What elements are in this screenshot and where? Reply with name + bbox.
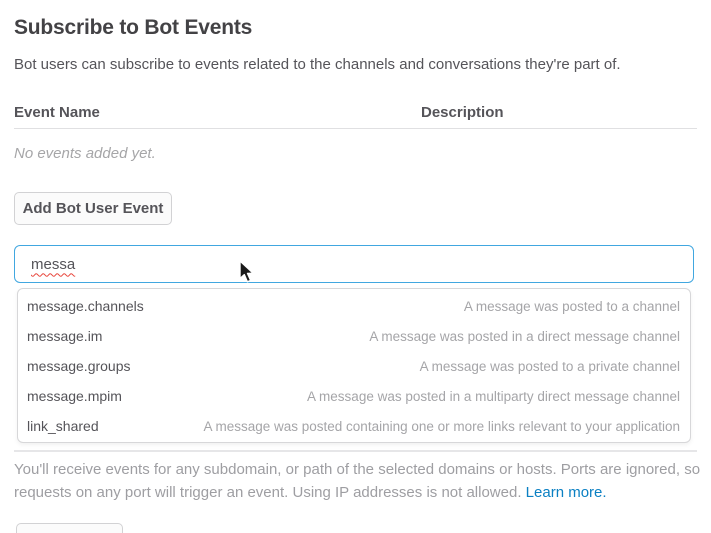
suggestion-name: message.mpim (27, 388, 122, 404)
page-subtitle: Bot users can subscribe to events relate… (14, 56, 621, 73)
suggestion-message-im[interactable]: message.im A message was posted in a dir… (18, 321, 690, 351)
table-header-divider (14, 128, 697, 129)
event-search-input[interactable]: messa (14, 245, 694, 283)
page-title: Subscribe to Bot Events (14, 16, 253, 39)
section-divider (14, 450, 697, 452)
suggestion-message-mpim[interactable]: message.mpim A message was posted in a m… (18, 381, 690, 411)
suggestion-description: A message was posted in a direct message… (369, 328, 680, 344)
suggestion-link-shared[interactable]: link_shared A message was posted contain… (18, 411, 690, 441)
events-note-line-1: You'll receive events for any subdomain,… (14, 461, 701, 478)
learn-more-link[interactable]: Learn more. (525, 484, 607, 501)
suggestion-name: message.groups (27, 358, 131, 374)
event-search-value: messa (31, 255, 76, 273)
suggestion-name: link_shared (27, 418, 99, 434)
suggestion-description: A message was posted containing one or m… (203, 418, 680, 434)
column-header-event-name: Event Name (14, 104, 100, 121)
suggestion-name: message.channels (27, 298, 144, 314)
suggestion-description: A message was posted to a private channe… (419, 358, 680, 374)
suggestion-message-channels[interactable]: message.channels A message was posted to… (18, 291, 690, 321)
event-suggestions-dropdown: message.channels A message was posted to… (17, 288, 691, 443)
events-note-line-2: requests on any port will trigger an eve… (14, 484, 607, 501)
events-note: You'll receive events for any subdomain,… (14, 458, 704, 504)
suggestion-description: A message was posted in a multiparty dir… (307, 388, 680, 404)
suggestion-description: A message was posted to a channel (463, 298, 680, 314)
suggestion-name: message.im (27, 328, 103, 344)
add-bot-user-event-label: Add Bot User Event (22, 200, 164, 217)
add-domain-button-partial[interactable] (16, 523, 123, 533)
suggestion-message-groups[interactable]: message.groups A message was posted to a… (18, 351, 690, 381)
column-header-description: Description (421, 104, 504, 121)
empty-events-message: No events added yet. (14, 145, 156, 162)
mouse-arrow-cursor (239, 260, 254, 283)
add-bot-user-event-button[interactable]: Add Bot User Event (14, 192, 172, 225)
